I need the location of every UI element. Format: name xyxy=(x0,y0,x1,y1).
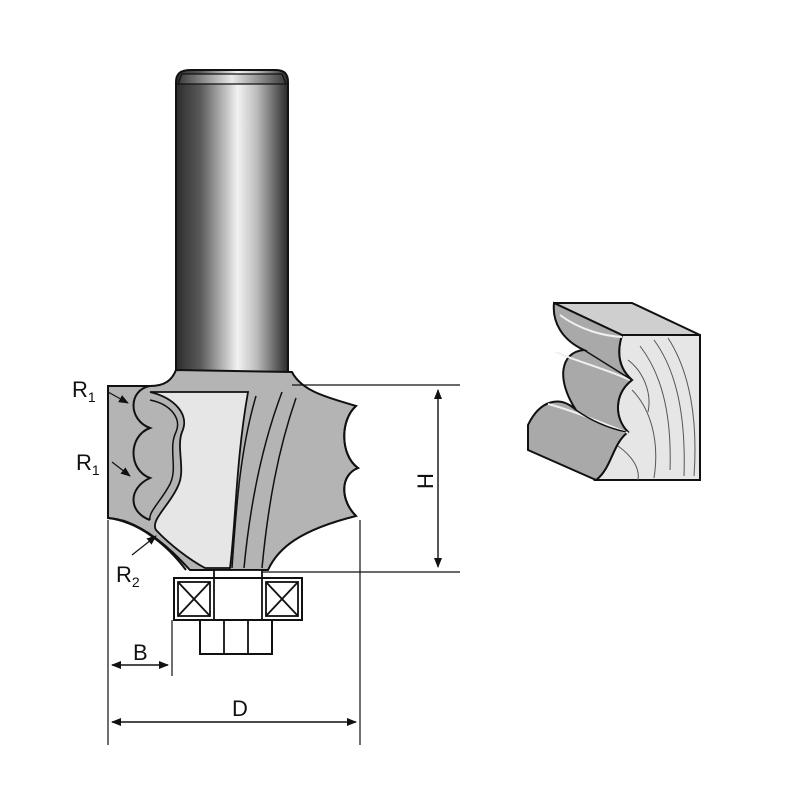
dimension-h-label: H xyxy=(413,473,438,489)
bearing-assembly xyxy=(173,569,303,655)
wood-profile xyxy=(527,301,701,482)
dimension-d-label: D xyxy=(232,696,248,721)
svg-text:R1: R1 xyxy=(72,377,96,405)
dimension-h: H xyxy=(262,384,460,573)
dimension-d: D xyxy=(111,520,361,745)
svg-text:R1: R1 xyxy=(76,450,100,478)
shank xyxy=(175,69,289,373)
radius-label-r1-top: R1 xyxy=(72,377,129,405)
dimension-b: B xyxy=(107,520,173,745)
radius-label-r1-middle: R1 xyxy=(76,450,131,478)
svg-text:R2: R2 xyxy=(116,562,140,590)
cutter-body xyxy=(107,368,361,571)
radius-label-r2: R2 xyxy=(116,535,157,590)
dimension-b-label: B xyxy=(133,640,148,665)
